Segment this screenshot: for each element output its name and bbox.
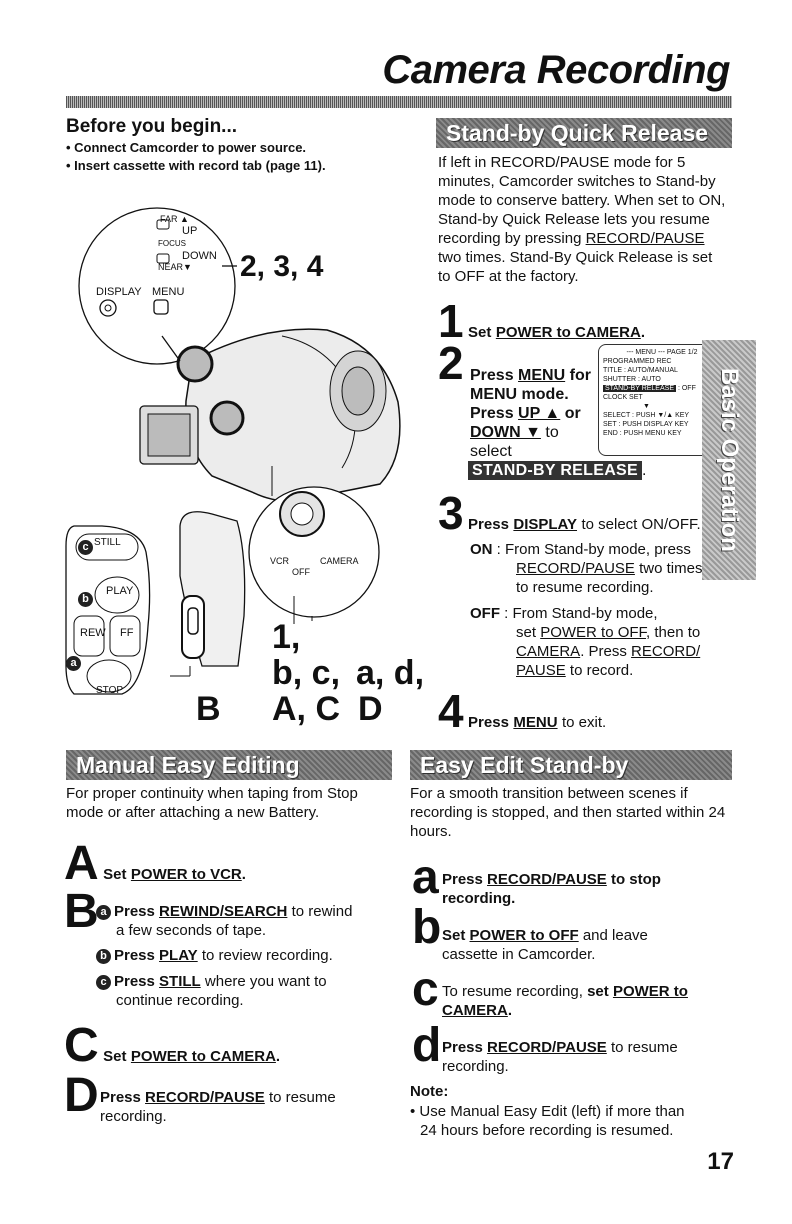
label-D: D [358,690,383,728]
still-label: STILL [94,537,121,548]
standby-banner: Stand-by Quick Release [436,118,732,148]
before-bullet-1: • Connect Camcorder to power source. [66,140,307,155]
stop-label: STOP [96,685,124,696]
far-label: FAR ▲ [160,214,189,224]
menu-label: MENU [152,286,185,298]
note-heading: Note: [410,1083,449,1100]
steps-label: 2, 3, 4 [240,250,324,283]
section-tab: Basic Operation [702,340,756,580]
standby-step-2-text: Press MENU for MENU mode. Press UP ▲ or … [470,367,591,460]
display-label: DISPLAY [96,286,142,298]
rew-label: REW [80,627,106,639]
easy-step-a-text: Press RECORD/PAUSE to stop recording. [442,871,661,907]
play-label: PLAY [106,585,134,597]
manual-step-C: C Set POWER to CAMERA. [64,1019,281,1072]
easy-step-b-letter: b [412,901,442,954]
ff-label: FF [120,627,134,639]
label-1: 1, [272,618,301,656]
easy-step-a-letter: a [412,851,439,904]
label-ad: a, d, [356,654,425,692]
standby-off-option: OFF : From Stand-by mode, set POWER to O… [470,605,701,679]
label-bc: b, c, [272,654,341,692]
easy-step-d-letter: d [412,1019,442,1072]
off-label: OFF [292,567,310,577]
page-number: 17 [707,1148,734,1175]
camcorder-figure [65,207,401,695]
easy-step-c-text: To resume recording, set POWER to CAMERA… [442,983,688,1019]
standby-intro: If left in RECORD/PAUSE mode for 5 minut… [438,154,726,285]
before-bullet-2: • Insert cassette with record tab (page … [66,158,326,173]
focus-label: FOCUS [158,239,186,248]
page-title: Camera Recording [382,48,730,92]
up-label: UP [182,225,198,237]
vcr-label: VCR [270,556,290,566]
standby-step-1: 1 Set POWER to CAMERA. [438,295,646,347]
menu-screen: --- MENU --- PAGE 1/2 PROGRAMMED REC TIT… [598,344,726,456]
manual-step-D-letter: D [64,1069,99,1122]
marker-b-icon: b [78,592,93,607]
manual-step-A: A Set POWER to VCR. [64,837,246,890]
note-text: • Use Manual Easy Edit (left) if more th… [410,1103,685,1139]
standby-on-option: ON : From Stand-by mode, press RECORD/PA… [470,541,703,596]
easy-step-d-text: Press RECORD/PAUSE to resume recording. [442,1039,678,1075]
manual-intro: For proper continuity when taping from S… [66,785,358,821]
near-label: NEAR▼ [158,262,192,272]
down-label: DOWN [182,250,217,262]
label-AC: A, C [272,690,340,728]
standby-step-3: 3 Press DISPLAY to select ON/OFF. [438,487,701,539]
label-B: B [196,690,221,728]
header-rule [66,96,732,108]
easy-intro: For a smooth transition between scenes i… [410,785,726,840]
standby-step-4: 4 Press MENU to exit. [438,685,607,737]
manual-step-B-letter: B [64,885,99,938]
easy-step-b-text: Set POWER to OFF and leave cassette in C… [442,927,648,963]
standby-step-2-num: 2 [438,337,464,389]
easy-banner: Easy Edit Stand-by [410,750,732,780]
camera-label: CAMERA [320,556,359,566]
standby-release-label: STAND-BY RELEASE. [468,461,646,480]
easy-step-c-letter: c [412,963,439,1016]
manual-banner: Manual Easy Editing [66,750,392,780]
marker-a-icon: a [66,656,81,671]
marker-c-icon: c [78,540,93,555]
manual-step-D-text: Press RECORD/PAUSE to resume recording. [100,1089,336,1125]
before-heading: Before you begin... [66,116,238,137]
